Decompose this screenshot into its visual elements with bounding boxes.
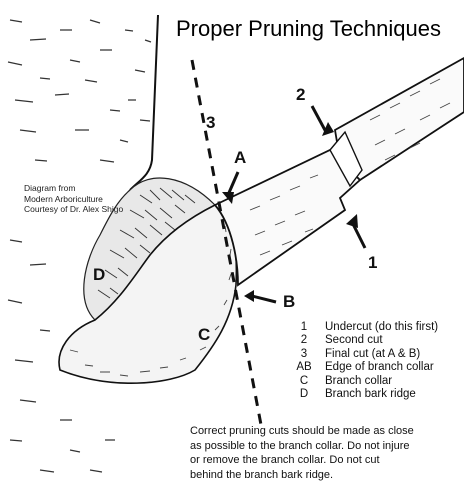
legend-item: 2 Second cut: [287, 334, 438, 347]
legend-text: Undercut (do this first): [325, 321, 439, 333]
legend-key: AB: [296, 361, 312, 374]
legend-item: AB Edge of branch collar: [287, 361, 438, 374]
legend-text: Second cut: [325, 334, 383, 347]
legend-key: C: [299, 374, 309, 387]
legend-key: 2: [300, 334, 308, 347]
cut-label-1: 1: [368, 253, 377, 272]
cut-gap: [329, 130, 363, 188]
arrows: [222, 105, 367, 304]
cut-label-3: 3: [206, 113, 215, 132]
pruning-note: Correct pruning cuts should be made as c…: [190, 424, 460, 482]
point-label-b: B: [283, 292, 295, 311]
legend-key: D: [299, 388, 309, 401]
note-line: as possible to the branch collar. Do not…: [190, 439, 410, 452]
legend-item: 1 Undercut (do this first): [287, 321, 438, 334]
legend-item: C Branch collar: [287, 375, 438, 388]
legend-key: 3: [300, 347, 308, 360]
trunk-bark-texture: [7, 19, 152, 473]
legend: 1 Undercut (do this first) 2 Second cut 3 F…: [287, 321, 438, 401]
credit-line: Modern Arboriculture: [24, 193, 103, 204]
trunk-edge: [129, 14, 159, 191]
legend-text: Branch collar: [325, 374, 393, 387]
point-label-c: C: [198, 325, 210, 344]
note-line: behind the branch bark ridge.: [190, 468, 334, 481]
diagram-credit: Diagram from Modern Arboriculture Courte…: [24, 183, 123, 215]
branch-collar: [58, 204, 238, 384]
credit-line: Courtesy of Dr. Alex Shigo: [24, 204, 124, 214]
branch-texture: [249, 78, 451, 256]
page-title: Proper Pruning Techniques: [176, 16, 441, 41]
cut-label-2: 2: [296, 85, 305, 104]
legend-text: Branch bark ridge: [325, 388, 416, 401]
point-label-a: A: [234, 148, 246, 167]
credit-line: Diagram from: [24, 183, 76, 193]
final-cut-line: [190, 59, 264, 431]
legend-item: 3 Final cut (at A & B): [287, 348, 438, 361]
point-label-d: D: [93, 265, 105, 284]
note-line: Correct pruning cuts should be made as c…: [190, 425, 414, 437]
legend-item: D Branch bark ridge: [287, 388, 438, 401]
note-line: or remove the branch collar. Do not cut: [190, 454, 380, 466]
collar-texture: [69, 225, 232, 377]
legend-text: Final cut (at A & B): [325, 347, 421, 360]
legend-key: 1: [300, 321, 308, 333]
branch: [213, 148, 362, 287]
ridge-hatching: [97, 187, 196, 299]
legend-text: Edge of branch collar: [325, 361, 434, 374]
